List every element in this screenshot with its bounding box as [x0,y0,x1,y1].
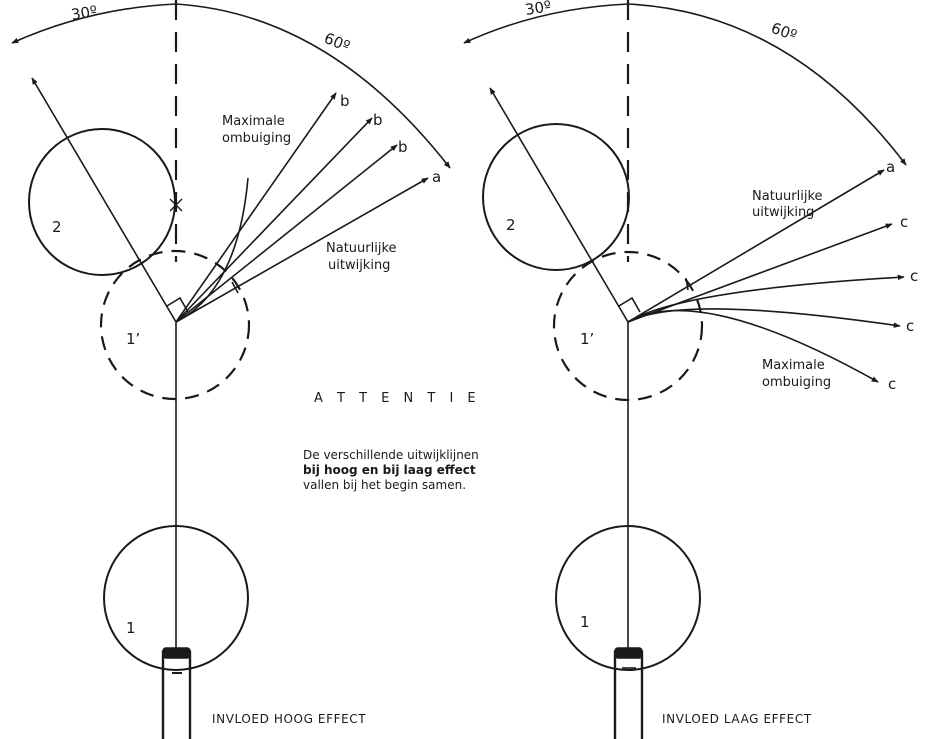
attention-title: A T T E N T I E [314,391,481,406]
right-diagram [463,0,907,739]
left-cue-ball-label: 1 [126,619,136,637]
left-line-b2 [175,117,373,323]
right-angle-60: 60º [769,19,800,45]
right-tag-c1: c [900,213,908,231]
left-tick [231,281,239,294]
right-ghost-label: 1’ [580,330,594,348]
left-nat-label-1: Natuurlijke [326,241,397,256]
left-ball-2 [28,128,176,276]
right-object-line [489,87,629,323]
attention-note: De verschillende uitwijklijnen bij hoog … [303,448,543,493]
left-tag-b1: b [340,92,350,110]
right-nat-label-2: uitwijking [752,205,814,220]
attention-line-2: bij hoog en bij laag effect [303,463,476,477]
right-max-label-1: Maximale [762,358,825,373]
attention-line-3: vallen bij het begin samen. [303,478,467,492]
right-tag-c3: c [906,317,914,335]
left-angle-60: 60º [322,29,353,55]
left-cue-stick [161,650,192,739]
right-tag-a: a [886,158,895,176]
left-tag-a: a [432,168,441,186]
right-line-a [627,169,885,323]
right-cue-ball [555,525,701,671]
attention-line-1: De verschillende uitwijklijnen [303,448,479,462]
left-object-line [31,77,177,323]
right-right-angle-mark [618,296,641,313]
left-tag-b3: b [398,138,408,156]
right-cue-tip [614,647,643,659]
right-angle-arc [463,3,907,166]
right-max-label-2: ombuiging [762,375,831,390]
left-contact-mark [169,198,183,212]
right-caption: INVLOED LAAG EFFECT [662,712,812,726]
left-caption: INVLOED HOOG EFFECT [212,712,366,726]
right-line-c4 [627,309,879,383]
left-diagram [11,0,451,739]
right-ball-2 [482,123,630,271]
left-max-label-2: ombuiging [222,131,291,146]
right-tag-c4: c [888,375,896,393]
left-tag-b2: b [373,111,383,129]
left-line-b3 [175,92,337,323]
right-ghost-ball [552,250,704,402]
left-nat-label-2: uitwijking [328,258,390,273]
left-cue-ball [103,525,249,671]
left-angle-arc [11,3,451,169]
left-cue-tip [162,647,191,659]
right-cue-stick [613,650,644,739]
right-line-c1 [627,223,893,323]
right-cue-ball-label: 1 [580,613,590,631]
left-ghost-label: 1’ [126,330,140,348]
right-angle-30: 30º [524,0,553,19]
right-ball-2-label: 2 [506,216,516,234]
left-ghost-ball [99,249,251,401]
right-line-c2 [627,274,905,323]
right-nat-label-1: Natuurlijke [752,189,823,204]
left-line-a [175,177,429,323]
left-angle-30: 30º [70,2,99,24]
left-line-b1 [175,144,398,323]
left-max-label-1: Maximale [222,114,285,129]
right-tag-c2: c [910,267,918,285]
left-ball-2-label: 2 [52,218,62,236]
left-max-curve [175,177,249,323]
